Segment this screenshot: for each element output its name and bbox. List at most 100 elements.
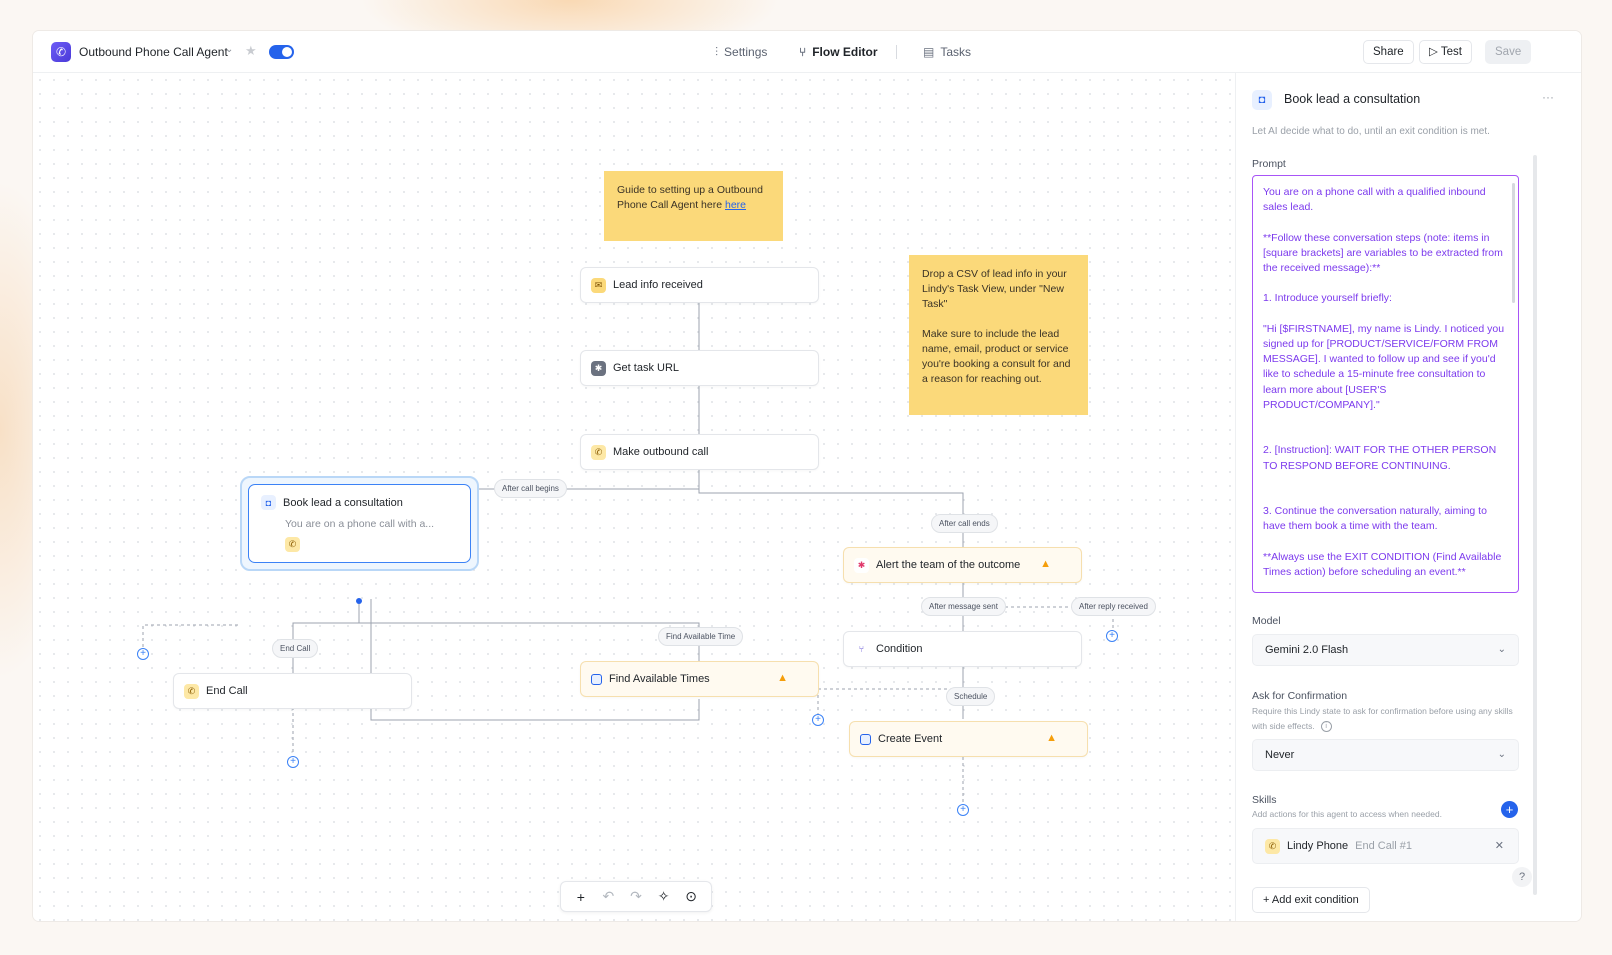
node-find-available-times[interactable]: Find Available Times ▲ (580, 661, 819, 697)
remove-skill-icon[interactable]: ✕ (1494, 840, 1504, 852)
flow-icon: ⑂ (799, 45, 807, 59)
calendar-icon (591, 673, 602, 685)
edge-label-schedule[interactable]: Schedule (946, 687, 996, 706)
warning-icon: ▲ (777, 672, 788, 684)
edge-label-after-message-sent[interactable]: After message sent (921, 597, 1006, 616)
fit-view-icon[interactable]: ⊙ (685, 888, 698, 904)
auto-layout-icon[interactable]: ✧ (657, 888, 670, 904)
edge-label-after-call-ends[interactable]: After call ends (931, 514, 998, 533)
canvas-toolbar: + ↶ ↷ ✧ ⊙ (560, 881, 712, 912)
panel-description: Let AI decide what to do, until an exit … (1252, 126, 1490, 137)
agent-icon: ◘ (1252, 90, 1272, 110)
node-get-task-url[interactable]: ✱ Get task URL (580, 350, 819, 386)
info-icon[interactable]: i (1320, 721, 1332, 733)
node-book-lead[interactable]: ◘ Book lead a consultation You are on a … (248, 484, 471, 563)
save-button[interactable]: Save (1485, 40, 1532, 64)
add-exit-condition-button[interactable]: + Add exit condition (1252, 887, 1370, 913)
panel-title[interactable]: Book lead a consultation (1284, 92, 1421, 106)
node-book-lead-preview: You are on a phone call with a... (285, 518, 435, 530)
skill-sub: End Call #1 (1355, 840, 1413, 852)
add-step-icon[interactable]: + (1106, 630, 1118, 642)
node-make-outbound-call[interactable]: ✆ Make outbound call (580, 434, 819, 470)
agent-enabled-toggle[interactable] (269, 45, 294, 59)
edge-label-after-reply-received[interactable]: After reply received (1071, 597, 1156, 616)
guide-link[interactable]: here (725, 199, 747, 211)
node-lead-info[interactable]: ✉ Lead info received (580, 267, 819, 303)
skill-name: Lindy Phone (1287, 840, 1349, 852)
step-settings-panel: ◘ Book lead a consultation ··· Let AI de… (1235, 73, 1581, 921)
edge-book-to-find (358, 599, 700, 661)
more-options-icon[interactable]: ··· (1542, 90, 1554, 104)
edge-label-find-available-time[interactable]: Find Available Time (658, 627, 744, 646)
slack-icon: ✱ (854, 557, 869, 573)
play-icon: ▷ (1429, 46, 1441, 58)
add-node-icon[interactable]: + (576, 888, 585, 905)
prompt-scrollbar[interactable] (1512, 183, 1515, 303)
confirmation-hint-text: Require this Lindy state to ask for conf… (1252, 706, 1513, 731)
warning-icon: ▲ (1040, 558, 1051, 570)
star-icon[interactable]: ★ (245, 43, 257, 58)
phone-icon: ✆ (285, 537, 300, 552)
panel-scrollbar[interactable] (1533, 155, 1537, 895)
phone-icon: ✆ (184, 683, 199, 699)
sticky-note-csv[interactable]: Drop a CSV of lead info in your Lindy's … (909, 255, 1088, 415)
node-end-call[interactable]: ✆ End Call (173, 673, 412, 709)
node-condition[interactable]: ⑂ Condition (843, 631, 1082, 667)
model-select[interactable]: Gemini 2.0 Flash ⌄ (1252, 634, 1519, 666)
chevron-down-icon: ⌄ (1497, 644, 1506, 655)
app-window: ✆ Outbound Phone Call Agent ⌄ ★ ⫶ Settin… (33, 31, 1581, 921)
add-skill-button[interactable]: + (1501, 801, 1518, 818)
add-step-icon[interactable]: + (287, 756, 299, 768)
add-step-icon[interactable]: + (137, 648, 149, 660)
branch-icon: ⑂ (854, 641, 869, 657)
edge-label-after-call-begins[interactable]: After call begins (494, 479, 567, 498)
prompt-label: Prompt (1252, 158, 1286, 170)
gear-icon: ✱ (591, 360, 606, 376)
edge-label-end-call[interactable]: End Call (272, 639, 319, 658)
add-step-icon[interactable]: + (812, 714, 824, 726)
node-end-call-label: End Call (206, 685, 248, 697)
sticky-csv-line1: Drop a CSV of lead info in your Lindy's … (922, 268, 1067, 310)
agent-name[interactable]: Outbound Phone Call Agent (79, 45, 228, 59)
node-condition-label: Condition (876, 643, 923, 655)
tab-flow-editor[interactable]: ⑂ Flow Editor (799, 31, 878, 73)
chevron-down-icon[interactable]: ⌄ (225, 44, 234, 55)
edge-find-loop (370, 599, 700, 721)
sticky-note-guide[interactable]: Guide to setting up a Outbound Phone Cal… (604, 171, 783, 241)
phone-icon: ✆ (1265, 838, 1280, 854)
node-find-times-label: Find Available Times (609, 673, 710, 685)
help-icon[interactable]: ? (1512, 867, 1532, 887)
sticky-csv-line2: Make sure to include the lead name, emai… (922, 328, 1071, 385)
share-button[interactable]: Share (1363, 40, 1414, 64)
tab-tasks[interactable]: ▤ Tasks (923, 31, 971, 73)
node-book-lead-selected[interactable]: ◘ Book lead a consultation You are on a … (240, 476, 479, 571)
phone-agent-icon: ✆ (51, 42, 71, 62)
nav-divider (896, 45, 897, 59)
tab-flow-editor-label: Flow Editor (812, 45, 878, 59)
edge-left-out (142, 624, 238, 651)
node-create-event[interactable]: Create Event ▲ (849, 721, 1088, 757)
tab-settings-label: Settings (724, 45, 768, 59)
connection-handle (356, 598, 362, 604)
sticky-guide-text: Guide to setting up a Outbound Phone Cal… (617, 184, 763, 211)
skills-hint: Add actions for this agent to access whe… (1252, 809, 1442, 819)
top-bar: ✆ Outbound Phone Call Agent ⌄ ★ ⫶ Settin… (33, 31, 1581, 73)
agent-icon: ◘ (261, 495, 276, 510)
tab-settings[interactable]: ⫶ Settings (715, 31, 767, 73)
add-step-icon[interactable]: + (957, 804, 969, 816)
node-lead-info-label: Lead info received (613, 279, 703, 291)
redo-icon[interactable]: ↷ (630, 888, 642, 904)
skills-label: Skills (1252, 794, 1277, 806)
prompt-textarea[interactable]: You are on a phone call with a qualified… (1252, 175, 1519, 593)
undo-icon[interactable]: ↶ (602, 888, 615, 904)
node-alert-team[interactable]: ✱ Alert the team of the outcome ▲ (843, 547, 1082, 583)
confirmation-select[interactable]: Never ⌄ (1252, 739, 1519, 771)
confirmation-hint: Require this Lindy state to ask for conf… (1252, 704, 1520, 734)
calendar-icon (860, 733, 871, 745)
edge-call-to-alert (698, 469, 964, 547)
node-create-event-label: Create Event (878, 733, 943, 745)
skill-item[interactable]: ✆ Lindy Phone End Call #1 ✕ (1252, 828, 1519, 864)
flow-canvas[interactable]: Guide to setting up a Outbound Phone Cal… (33, 73, 1235, 921)
node-book-lead-label: Book lead a consultation (283, 496, 403, 509)
test-button[interactable]: ▷ Test (1419, 40, 1472, 64)
